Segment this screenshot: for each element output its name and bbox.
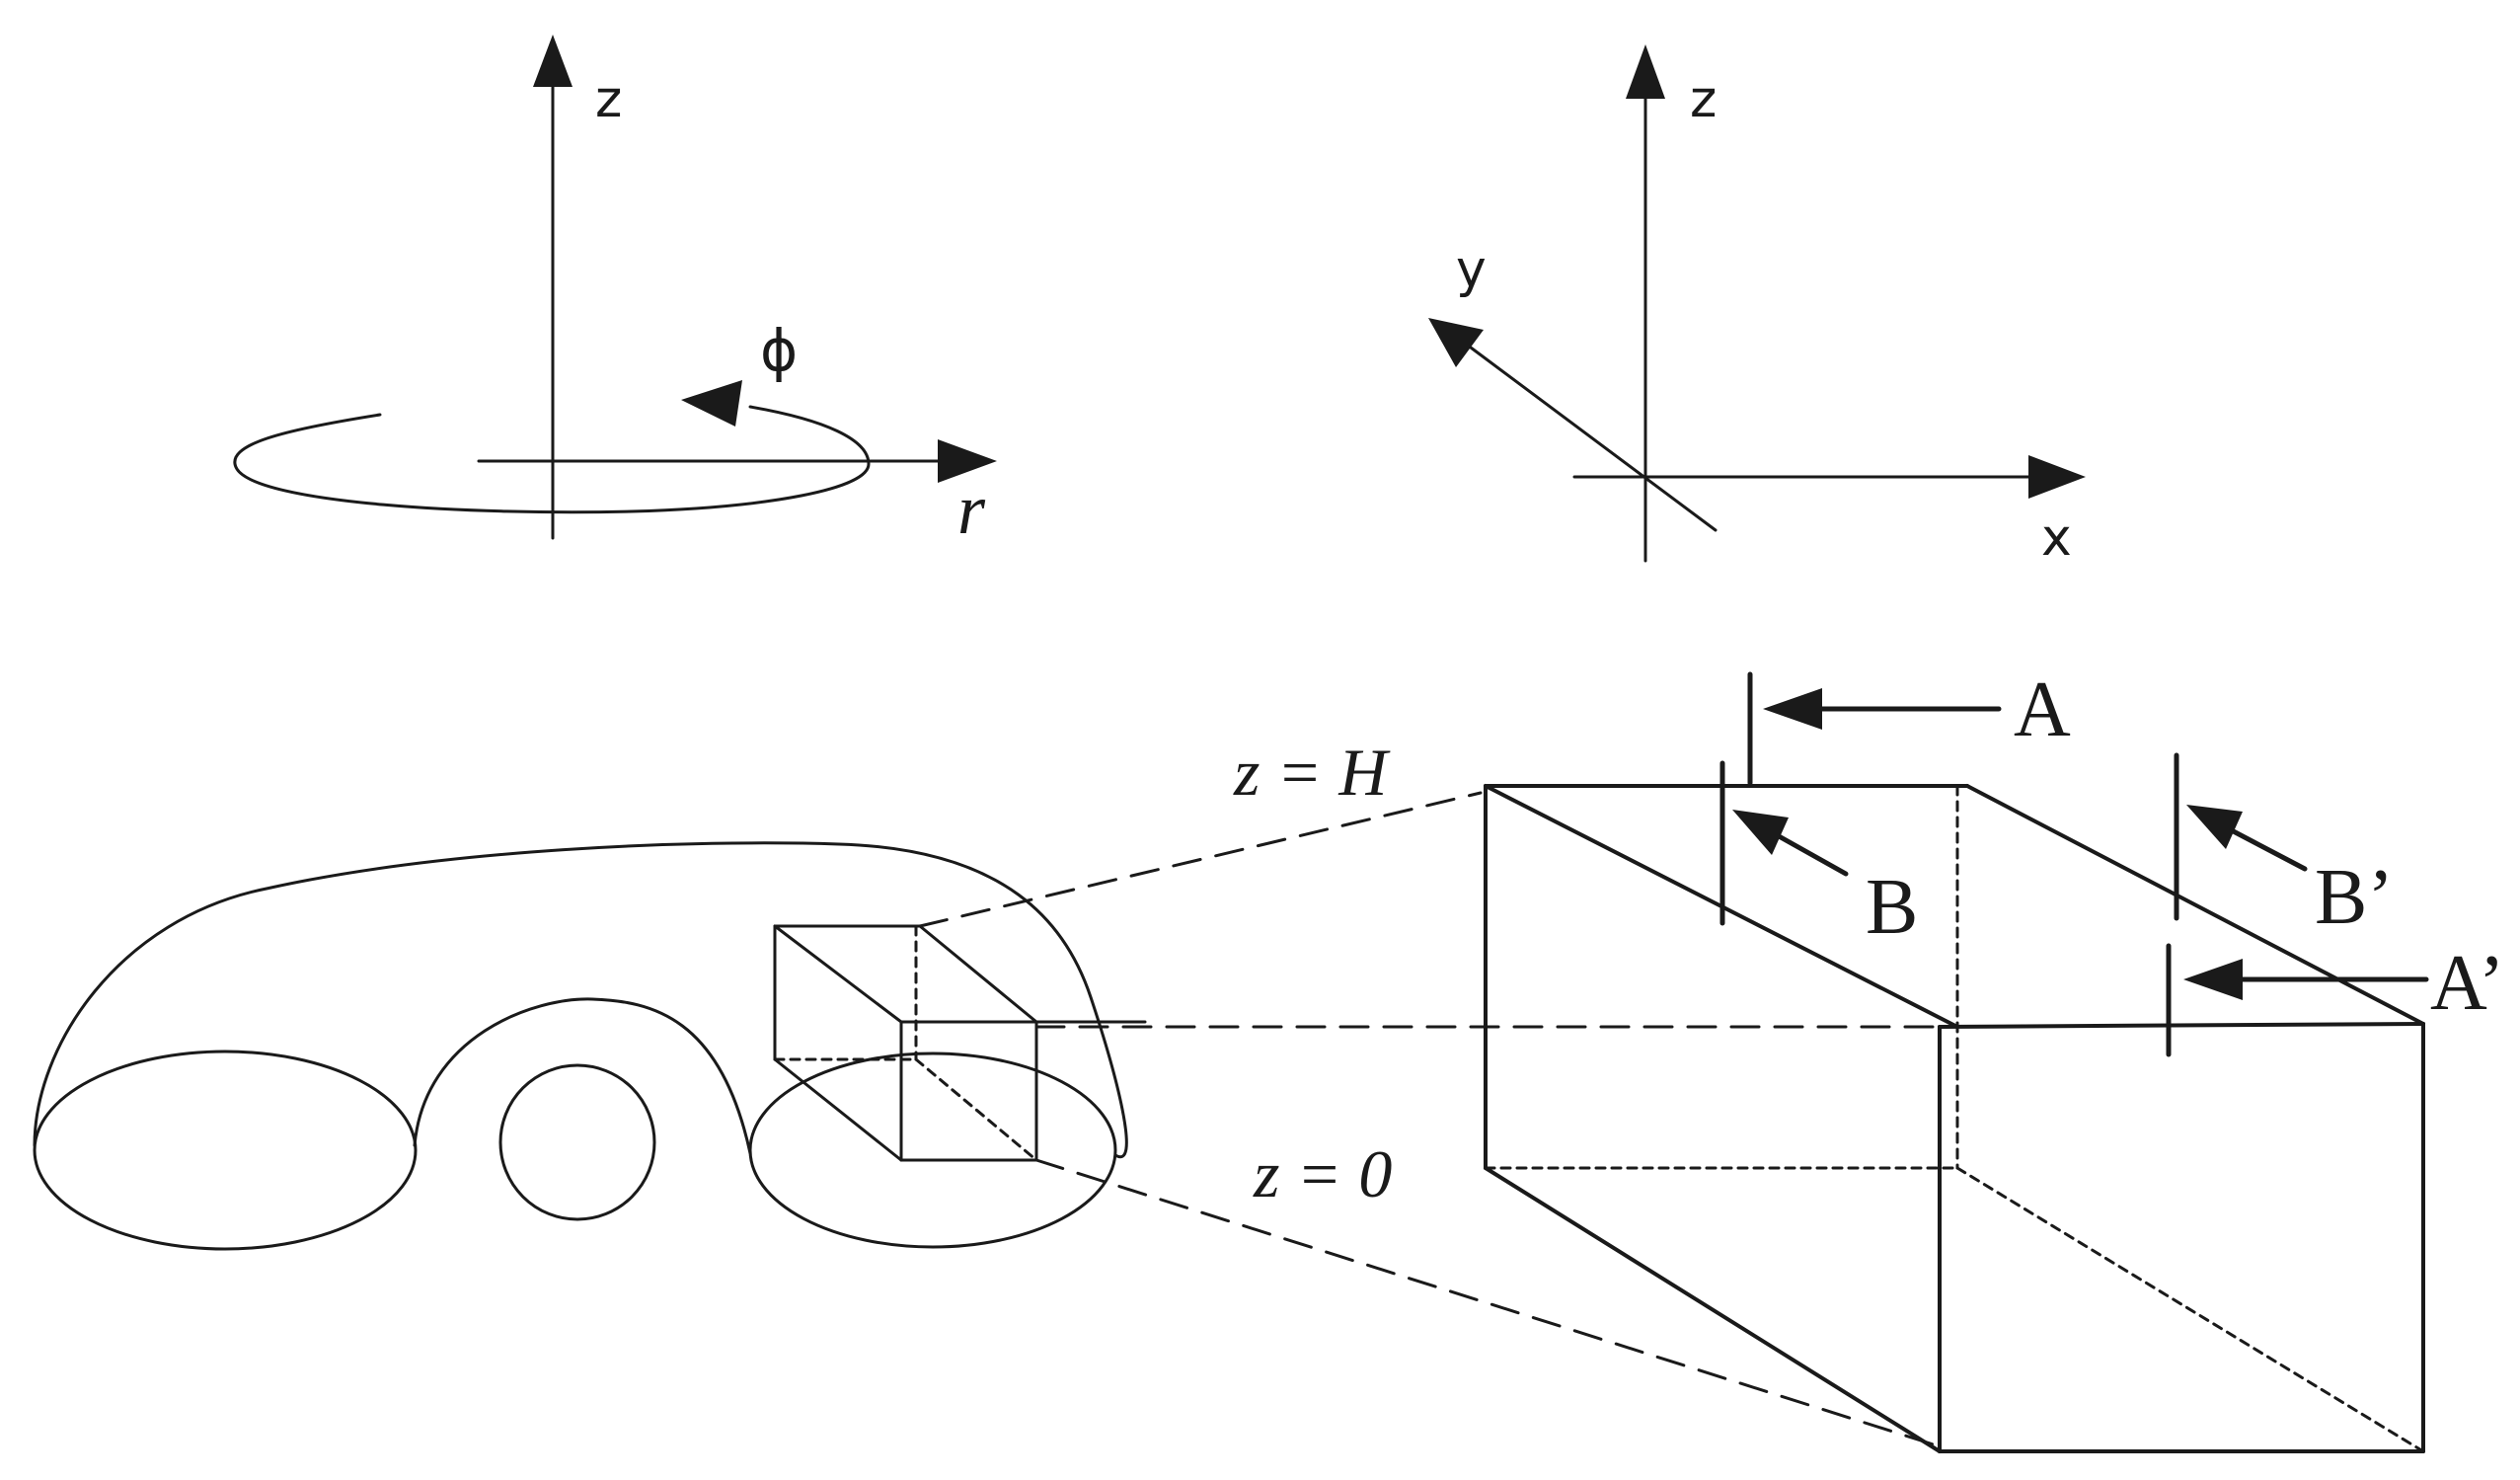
marker-a-prime: A’ — [2166, 940, 2505, 1057]
z-axis-label-cartesian: z — [1690, 70, 1717, 129]
cut-markers: A B B’ A’ — [1719, 666, 2505, 1057]
y-axis-line — [1469, 346, 1718, 532]
z-axis-label: z — [595, 70, 622, 129]
r-axis-label: r — [957, 470, 986, 549]
z-axis-arrowhead — [533, 35, 573, 87]
marker-a: A — [1747, 666, 2071, 786]
marker-b-prime: B’ — [2174, 752, 2394, 941]
x-axis-arrowhead — [2028, 455, 2086, 499]
marker-a-label: A — [2014, 666, 2071, 753]
cylindrical-axes: z r ϕ — [233, 35, 997, 549]
torus-central-column — [498, 1063, 656, 1221]
enlarged-flux-box: z = H z = 0 — [1233, 735, 2425, 1453]
box-hidden-bottom-right-edge — [1955, 1166, 2425, 1453]
y-axis-label: y — [1456, 240, 1487, 299]
azimuthal-circle — [233, 405, 871, 514]
phi-direction-arrowhead — [681, 380, 742, 427]
z-axis-arrowhead-cartesian — [1626, 44, 1665, 99]
marker-a-prime-label: A’ — [2430, 940, 2505, 1027]
box-top-front-edge — [1938, 1022, 2425, 1029]
x-axis-label: x — [2041, 508, 2072, 568]
r-axis-arrowhead — [938, 439, 997, 483]
marker-b-prime-label: B’ — [2315, 854, 2394, 941]
projection-lines — [918, 791, 1959, 1448]
box-top-right-edge — [1965, 784, 2425, 1026]
y-axis-arrowhead — [1428, 318, 1484, 367]
torus — [33, 841, 1147, 1251]
phi-label: ϕ — [760, 317, 798, 384]
bottom-surface-label: z = 0 — [1253, 1136, 1392, 1211]
torus-inner-hole-outline — [413, 997, 752, 1155]
torus-flux-box — [773, 924, 1147, 1162]
marker-b: B — [1719, 760, 1918, 951]
box-bottom-left-edge — [1484, 1166, 1942, 1453]
cartesian-axes: z x y — [1428, 44, 2086, 568]
torus-right-cross-section — [748, 1052, 1117, 1249]
torus-left-cross-section — [33, 1050, 418, 1251]
marker-b-label: B — [1866, 864, 1918, 951]
top-surface-label: z = H — [1233, 735, 1391, 810]
